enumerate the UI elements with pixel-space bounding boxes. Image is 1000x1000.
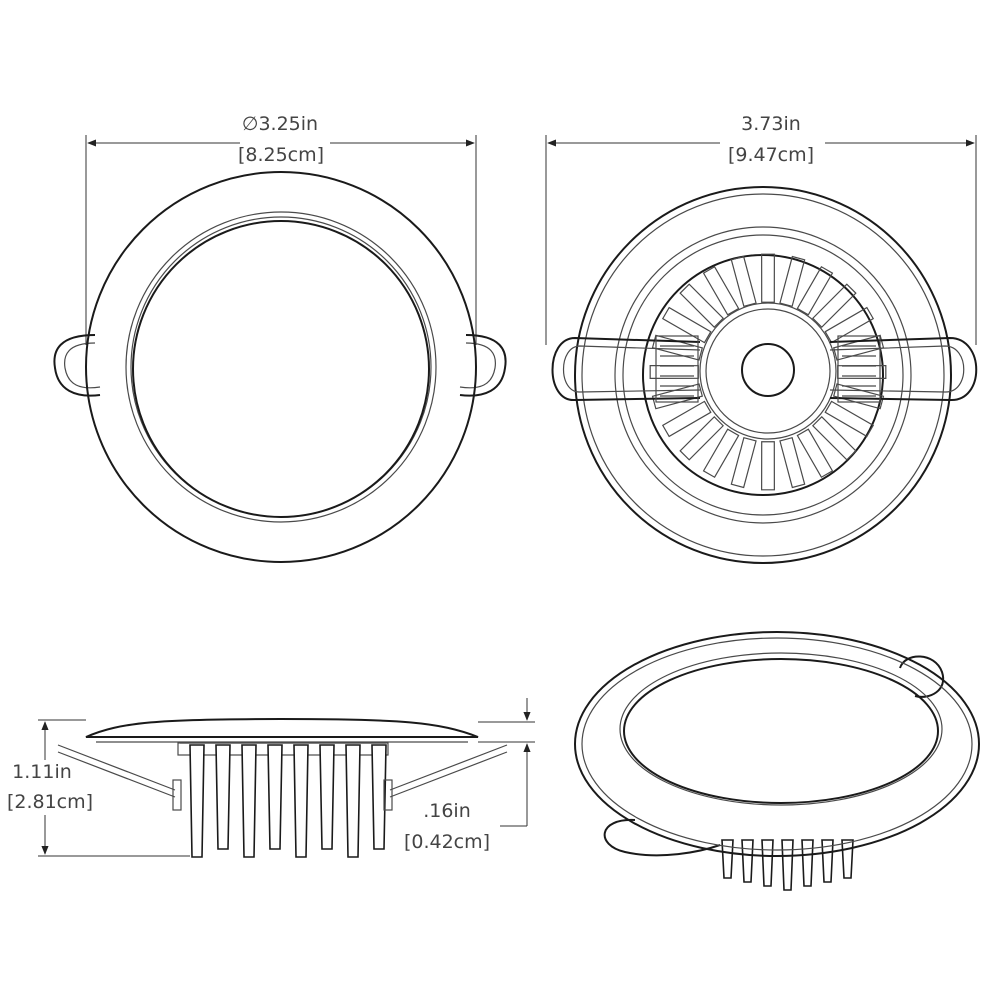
rear-right-clip: [829, 336, 978, 402]
rear-center-hub: [741, 343, 795, 397]
radial-fin: [651, 334, 704, 361]
radial-fin: [679, 416, 724, 461]
iso-fin: [741, 839, 754, 883]
side-right-wire: [389, 744, 508, 798]
iso-lens: [619, 652, 943, 806]
iso-fin: [781, 839, 794, 891]
side-view: 1.11in [2.81cm] .16in [0.42cm]: [7, 698, 535, 858]
side-fin: [293, 744, 309, 858]
side-heatsink-fins: [172, 742, 393, 858]
iso-top-clip: [899, 655, 945, 698]
right-clip: [459, 334, 507, 397]
radial-fin: [832, 383, 885, 410]
outer-rim: [85, 171, 477, 563]
width-cm-label: [9.47cm]: [728, 144, 814, 166]
radial-fin: [796, 428, 834, 479]
side-right-spring: [383, 779, 393, 811]
side-left-wire: [57, 744, 176, 798]
iso-fin: [721, 839, 734, 879]
radial-fin: [730, 255, 757, 308]
rear-outer-rim: [574, 186, 952, 564]
left-clip: [53, 334, 101, 397]
rear-view: 3.73in [9.47cm]: [545, 113, 978, 564]
side-fin: [215, 744, 231, 850]
diameter-cm-label: [8.25cm]: [238, 144, 324, 166]
inner-rim: [125, 211, 437, 523]
iso-fin: [801, 839, 814, 887]
side-fin: [189, 744, 205, 858]
iso-fin: [841, 839, 854, 879]
radial-fin: [761, 441, 775, 491]
radial-fin: [824, 400, 875, 438]
right-spring: [837, 335, 881, 403]
fin-base: [177, 742, 389, 756]
radial-fin: [796, 265, 834, 316]
radial-fin: [651, 383, 704, 410]
radial-fin: [679, 283, 724, 328]
front-view: ∅3.25in [8.25cm]: [53, 113, 507, 563]
side-fin: [267, 744, 283, 850]
height-in-label: 1.11in: [12, 761, 72, 783]
lens: [132, 220, 430, 518]
diameter-in-label: ∅3.25in: [242, 113, 318, 135]
iso-bottom-clip: [603, 818, 721, 857]
radial-fin: [812, 416, 857, 461]
radial-fin: [702, 428, 740, 479]
radial-fin: [661, 306, 712, 344]
radial-fin: [661, 400, 712, 438]
radial-fin: [779, 436, 806, 489]
radial-fin: [702, 265, 740, 316]
side-left-spring: [172, 779, 182, 811]
radial-fin: [824, 306, 875, 344]
side-fin: [319, 744, 335, 850]
iso-view: [574, 631, 980, 891]
side-flange: [85, 717, 479, 738]
iso-heatsink-fins: [721, 839, 854, 891]
flange-cm-label: [0.42cm]: [404, 831, 490, 853]
width-in-label: 3.73in: [741, 113, 801, 135]
radial-fin: [761, 253, 775, 303]
flange-in-label: .16in: [423, 800, 471, 822]
iso-outer-rim: [574, 631, 980, 857]
radial-fin: [779, 255, 806, 308]
iso-fin: [761, 839, 774, 887]
left-spring: [655, 335, 699, 403]
heatsink-fins: [649, 253, 887, 491]
rear-left-clip: [551, 336, 701, 402]
height-cm-label: [2.81cm]: [7, 791, 93, 813]
side-fin: [345, 744, 361, 858]
side-fin: [371, 744, 387, 850]
iso-fin: [821, 839, 834, 883]
radial-fin: [730, 436, 757, 489]
radial-fin: [812, 283, 857, 328]
side-fin: [241, 744, 257, 858]
